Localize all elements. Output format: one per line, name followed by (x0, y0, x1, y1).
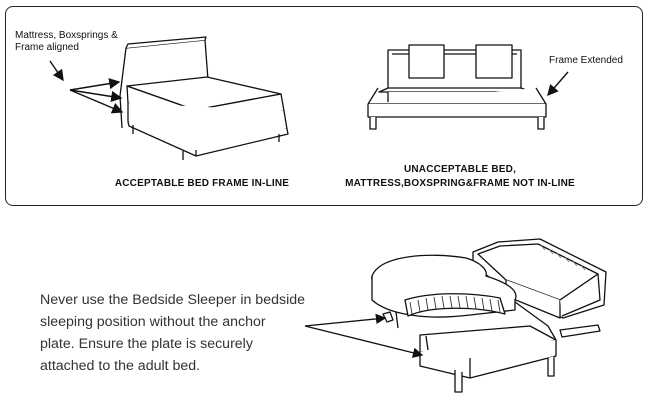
comparison-panel (5, 6, 643, 206)
aligned-arrows (49, 60, 124, 114)
frame-extended-arrow (547, 71, 569, 97)
unacceptable-caption-line2: MATTRESS,BOXSPRING&FRAME NOT IN-LINE (345, 178, 575, 189)
unacceptable-caption-line1: UNACCEPTABLE BED, (403, 164, 517, 175)
frame-extended-label: Frame Extended (549, 55, 623, 66)
warning-line-2: sleeping position without the anchor (40, 314, 266, 330)
warning-text: Never use the Bedside Sleeper in bedside… (40, 289, 320, 377)
warning-line-1: Never use the Bedside Sleeper in bedside (40, 292, 306, 308)
bedside-sleeper-illustration (371, 238, 607, 393)
warning-line-4: attached to the adult bed. (40, 358, 201, 374)
aligned-label-line2: Frame aligned (15, 42, 79, 53)
unacceptable-bed-illustration (367, 44, 547, 130)
acceptable-caption: ACCEPTABLE BED FRAME IN-LINE (114, 178, 290, 189)
anchor-plate-arrows (304, 313, 424, 358)
acceptable-bed-illustration (119, 36, 289, 160)
aligned-label-line1: Mattress, Boxsprings & (15, 30, 118, 41)
warning-line-3: plate. Ensure the plate is securely (40, 336, 253, 352)
